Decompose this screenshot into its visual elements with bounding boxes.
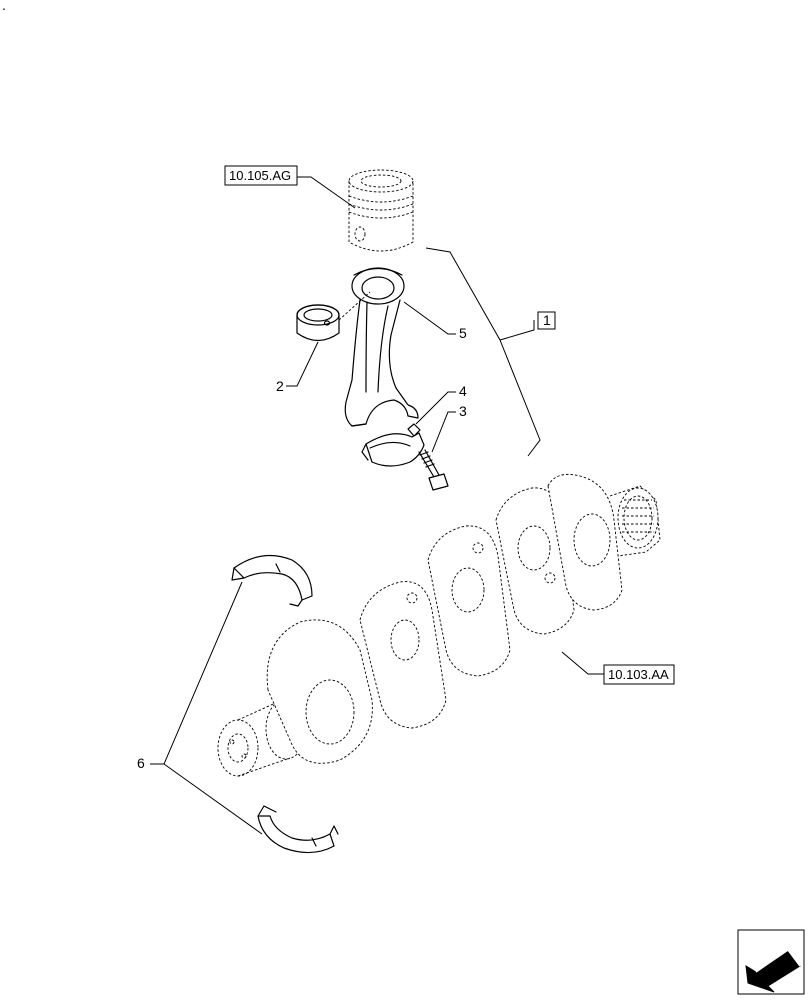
main-bearing-lower	[257, 805, 339, 854]
callout-2-label[interactable]: 2	[276, 378, 284, 394]
assembly-bracket-lower	[499, 339, 541, 457]
rod-cap	[361, 423, 425, 467]
callout-5-label[interactable]: 5	[459, 325, 467, 341]
bushing	[296, 304, 340, 342]
callout-6-leader-lower	[163, 763, 263, 835]
corner-mark: .	[2, 0, 6, 13]
crankshaft-reference-label: 10.103.AA	[608, 667, 669, 682]
callout-6-label[interactable]: 6	[137, 755, 145, 771]
crankshaft-outline	[217, 473, 661, 777]
piston-outline	[348, 169, 414, 252]
piston-reference[interactable]: 10.105.AG	[224, 165, 298, 186]
callout-4-leader	[415, 391, 456, 425]
callout-2-leader	[286, 341, 319, 387]
crankshaft-reference-leader	[561, 651, 604, 675]
connecting-rod	[344, 267, 419, 427]
main-bearing-upper	[231, 554, 313, 607]
callout-1-label: 1	[543, 312, 551, 328]
callout-3-leader	[431, 411, 456, 453]
bushing-centerline	[338, 291, 371, 321]
callout-4-label[interactable]: 4	[459, 383, 467, 399]
piston-reference-leader	[297, 176, 356, 209]
assembly-bracket-upper	[425, 247, 535, 341]
callout-1[interactable]: 1	[537, 311, 556, 330]
callout-5-leader	[403, 301, 456, 335]
rod-bolt	[418, 449, 449, 491]
callout-3-label[interactable]: 3	[459, 403, 467, 419]
crankshaft-reference[interactable]: 10.103.AA	[603, 664, 675, 685]
piston-reference-label: 10.105.AG	[229, 168, 291, 183]
back-arrow-icon[interactable]	[737, 929, 805, 995]
